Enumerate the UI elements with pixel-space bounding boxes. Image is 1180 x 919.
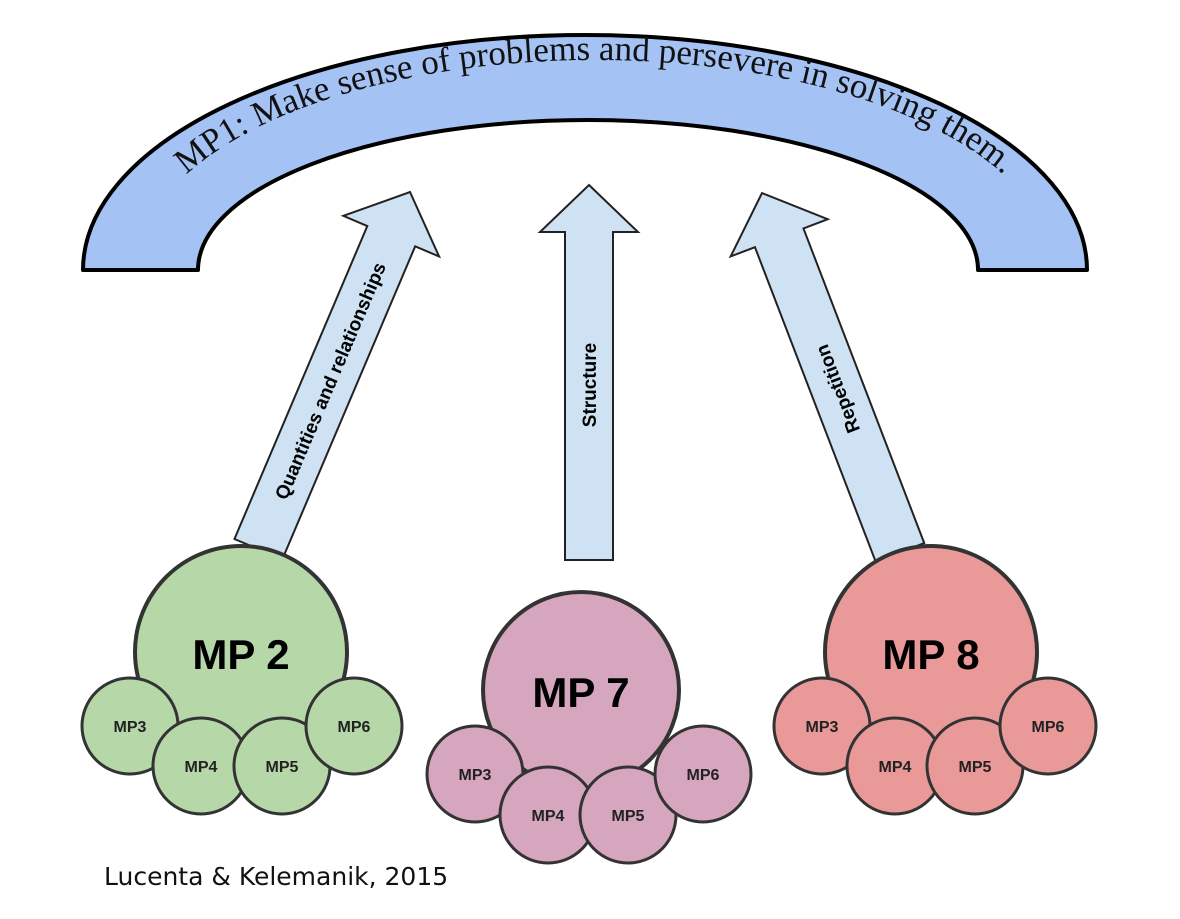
- mp1-arch: [81, 33, 1089, 272]
- cluster-mp8: MP 8 MP3 MP4 MP5 MP6: [772, 544, 1098, 816]
- arrow-structure: Structure: [537, 183, 641, 561]
- arrow-label-quantities: Quantities and relationships: [272, 260, 391, 503]
- cluster-mp2: MP 2 MP3 MP4 MP5 MP6: [80, 544, 404, 816]
- sub-circle-mp6: [653, 724, 753, 824]
- sub-label-mp6: MP6: [1032, 719, 1065, 736]
- sub-label-mp3: MP3: [806, 719, 839, 736]
- main-label-mp8: MP 8: [882, 631, 979, 678]
- sub-label-mp4: MP4: [879, 759, 912, 776]
- sub-label-mp5: MP5: [959, 759, 992, 776]
- credit-citation: Lucenta & Kelemanik, 2015: [104, 862, 449, 891]
- sub-label-mp5: MP5: [612, 808, 645, 825]
- main-label-mp7: MP 7: [532, 669, 629, 716]
- sub-circle-mp6: [998, 676, 1098, 776]
- sub-label-mp6: MP6: [338, 719, 371, 736]
- arrow-label-structure: Structure: [580, 343, 601, 427]
- sub-label-mp5: MP5: [266, 759, 299, 776]
- arrow-quantities-relationships: Quantities and relationships: [233, 190, 442, 561]
- cluster-mp7: MP 7 MP3 MP4 MP5 MP6: [425, 590, 753, 865]
- sub-label-mp3: MP3: [114, 719, 147, 736]
- sub-label-mp4: MP4: [532, 808, 565, 825]
- sub-label-mp3: MP3: [459, 767, 492, 784]
- arrow-repetition: Repetition: [728, 191, 926, 564]
- sub-label-mp4: MP4: [185, 759, 218, 776]
- sub-circle-mp6: [304, 676, 404, 776]
- sub-label-mp6: MP6: [687, 767, 720, 784]
- main-label-mp2: MP 2: [192, 631, 289, 678]
